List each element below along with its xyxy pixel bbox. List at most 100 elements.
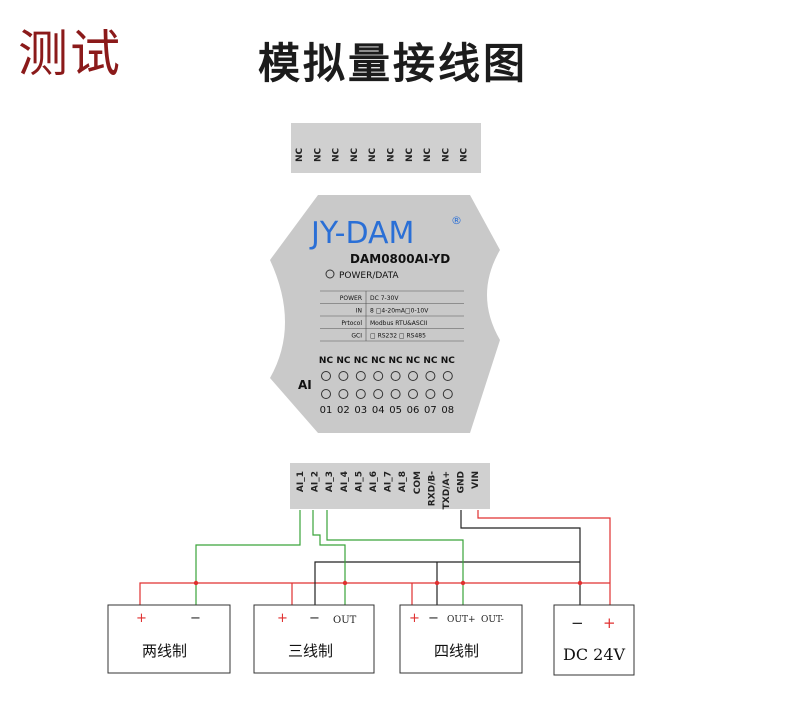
top-pin-label: NC xyxy=(332,147,342,162)
spec-key: Prtocol xyxy=(341,320,362,327)
top-pin-label: NC xyxy=(387,147,397,162)
channel-led xyxy=(355,389,366,399)
channel-nc-led xyxy=(321,371,331,381)
bottom-pin-label: GND xyxy=(457,471,467,493)
channel-nc-led xyxy=(390,371,401,381)
spec-value: □ RS232 □ RS485 xyxy=(370,333,426,340)
channel-nc-label: NC xyxy=(441,356,456,366)
bottom-pin-label: AI_8 xyxy=(398,471,408,492)
device-two-wire: + − 两线制 xyxy=(107,604,231,674)
bottom-pin-label: RXD/B- xyxy=(427,471,437,506)
bottom-pin-label: AI_1 xyxy=(296,471,306,492)
brand-logo: JY-DAM xyxy=(309,216,414,251)
channel-number: 08 xyxy=(441,405,454,416)
device-terminal: + xyxy=(277,611,288,626)
top-pin-label: NC xyxy=(368,147,378,162)
device-terminal: + xyxy=(136,611,147,626)
channel-number: 06 xyxy=(407,405,420,416)
wires xyxy=(139,510,611,606)
device-three-wire: + − OUT 三线制 xyxy=(253,604,375,674)
channel-led xyxy=(338,389,349,399)
top-pin-label: NC xyxy=(350,147,360,162)
channel-led xyxy=(408,389,418,399)
spec-value: DC 7-30V xyxy=(370,295,399,302)
device-label: 四线制 xyxy=(434,642,479,660)
channel-nc-label: NC xyxy=(389,356,404,366)
wire-ai1-green xyxy=(195,510,301,606)
channel-nc-led xyxy=(355,371,366,381)
channel-led xyxy=(390,389,401,399)
bottom-pin-label: AI_6 xyxy=(369,471,379,492)
channel-number: 05 xyxy=(389,405,402,416)
page-title: 模拟量接线图 xyxy=(258,39,529,88)
power-led xyxy=(325,269,335,279)
device-four-wire: + − OUT+ OUT- 四线制 xyxy=(399,604,523,674)
corner-label: 测试 xyxy=(18,25,122,83)
channel-nc-label: NC xyxy=(423,356,438,366)
bottom-pin-label: TXD/A+ xyxy=(442,471,452,509)
channel-nc-label: NC xyxy=(319,356,334,366)
module-body xyxy=(270,195,500,433)
junction-dot xyxy=(434,580,440,586)
channel-number: 03 xyxy=(354,405,367,416)
channel-nc-label: NC xyxy=(354,356,369,366)
channel-number: 01 xyxy=(320,405,333,416)
bottom-pin-label: AI_5 xyxy=(354,471,364,492)
bottom-pin-label: AI_3 xyxy=(325,471,335,492)
channel-led xyxy=(373,389,384,399)
wire-ai2-green xyxy=(312,510,346,606)
bottom-terminal-block xyxy=(290,463,490,509)
channel-nc-led xyxy=(442,371,453,381)
bottom-pin-label: VIN xyxy=(471,471,481,489)
bottom-pin-label: COM xyxy=(413,471,423,494)
channel-nc-led xyxy=(338,371,349,381)
device-dc-supply: − + DC 24V xyxy=(553,604,635,676)
device-label: DC 24V xyxy=(563,645,626,664)
device-terminal: − xyxy=(571,614,584,632)
power-led-label: POWER/DATA xyxy=(339,271,399,281)
registered-mark: ® xyxy=(451,214,462,227)
device-label: 两线制 xyxy=(142,642,187,660)
channel-led xyxy=(425,389,436,399)
channel-number: 07 xyxy=(424,405,437,416)
top-pin-label: NC xyxy=(460,147,470,162)
top-pin-label: NC xyxy=(441,147,451,162)
device-terminal: OUT- xyxy=(481,615,504,625)
wire-black-bus xyxy=(314,561,580,583)
junction-dot xyxy=(342,580,348,586)
bottom-pin-label: AI_2 xyxy=(311,471,321,492)
device-terminal: − xyxy=(309,611,320,626)
channel-nc-label: NC xyxy=(406,356,421,366)
device-terminal: + xyxy=(603,614,616,632)
channel-nc-label: NC xyxy=(336,356,351,366)
channel-nc-led xyxy=(408,371,418,381)
channel-number: 04 xyxy=(372,405,385,416)
junction-dot xyxy=(460,580,466,586)
wire-ai3-green xyxy=(326,510,464,606)
model-number: DAM0800AI-YD xyxy=(350,252,450,266)
spec-key: POWER xyxy=(340,295,362,302)
top-terminal-block xyxy=(291,123,481,173)
top-pin-label: NC xyxy=(423,147,433,162)
device-label: 三线制 xyxy=(288,642,333,660)
junction-dot xyxy=(577,580,583,586)
device-terminal: + xyxy=(409,611,420,626)
channel-number: 02 xyxy=(337,405,350,416)
spec-value: Modbus RTU&ASCII xyxy=(370,320,428,327)
wire-gnd-black xyxy=(460,510,581,606)
bottom-pin-label: AI_4 xyxy=(340,471,350,492)
spec-key: IN xyxy=(356,308,362,315)
wire-vin-red xyxy=(477,510,611,583)
channel-led xyxy=(321,389,331,399)
channel-nc-led xyxy=(373,371,384,381)
top-pin-label: NC xyxy=(405,147,415,162)
channel-nc-label: NC xyxy=(371,356,386,366)
channel-led xyxy=(442,389,453,399)
device-terminal: OUT xyxy=(333,615,357,626)
ai-group-label: AI xyxy=(298,378,312,392)
